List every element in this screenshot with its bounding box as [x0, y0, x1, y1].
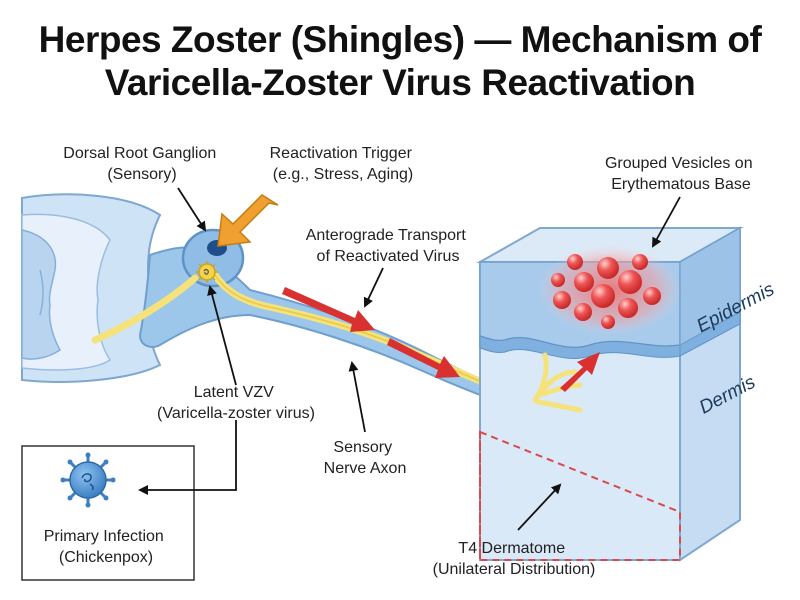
label-trigger: Reactivation Trigger (e.g., Stress, Agin… — [270, 145, 417, 183]
label-axon: Sensory Nerve Axon — [324, 439, 407, 477]
vesicle-cluster — [538, 245, 682, 335]
pointer-latent — [207, 285, 237, 386]
pointer-vesicles — [652, 196, 681, 248]
vesicle — [574, 272, 594, 292]
label-transport: Anterograde Transport of Reactivated Vir… — [306, 227, 471, 265]
vesicle — [591, 284, 615, 308]
label-primary-infection: Primary Infection (Chickenpox) — [44, 528, 169, 566]
pointer-dermatome — [517, 483, 562, 531]
vesicle — [601, 315, 615, 329]
sensory-fiber-central — [91, 274, 199, 344]
pointer-axon — [348, 361, 366, 433]
spinal-cord — [21, 193, 162, 383]
vesicle — [643, 287, 661, 305]
lightning-arrow-icon — [217, 194, 279, 247]
pointer-drg — [177, 187, 207, 232]
vesicle — [574, 303, 592, 321]
vesicle — [597, 257, 619, 279]
vesicle — [553, 291, 571, 309]
page-title: Herpes Zoster (Shingles) — Mechanism of … — [0, 18, 800, 104]
latent-vzv-particle — [196, 261, 218, 283]
transport-arrow-1 — [282, 287, 375, 332]
vesicle — [618, 270, 642, 294]
transport-arrow-3 — [560, 352, 600, 392]
vesicle — [632, 254, 648, 270]
vesicle — [567, 254, 583, 270]
pointer-primary-latent — [138, 420, 237, 495]
transport-arrows — [282, 287, 600, 392]
label-drg: Dorsal Root Ganglion (Sensory) — [63, 145, 220, 183]
transport-arrow-2 — [387, 338, 460, 378]
pointer-lines — [138, 187, 681, 531]
virus-icon — [60, 452, 116, 508]
primary-infection-box — [21, 445, 195, 581]
label-dermatome: T4 Dermatome (Unilateral Distribution) — [433, 540, 596, 578]
pointer-transport — [363, 267, 384, 308]
label-vesicles: Grouped Vesicles on Erythematous Base — [605, 155, 757, 193]
label-latent-vzv: Latent VZV (Varicella-zoster virus) — [157, 384, 315, 422]
vesicle — [551, 273, 565, 287]
title-line-2: Varicella-Zoster Virus Reactivation — [104, 62, 696, 103]
title-line-1: Herpes Zoster (Shingles) — Mechanism of — [38, 19, 762, 60]
vesicle — [618, 298, 638, 318]
